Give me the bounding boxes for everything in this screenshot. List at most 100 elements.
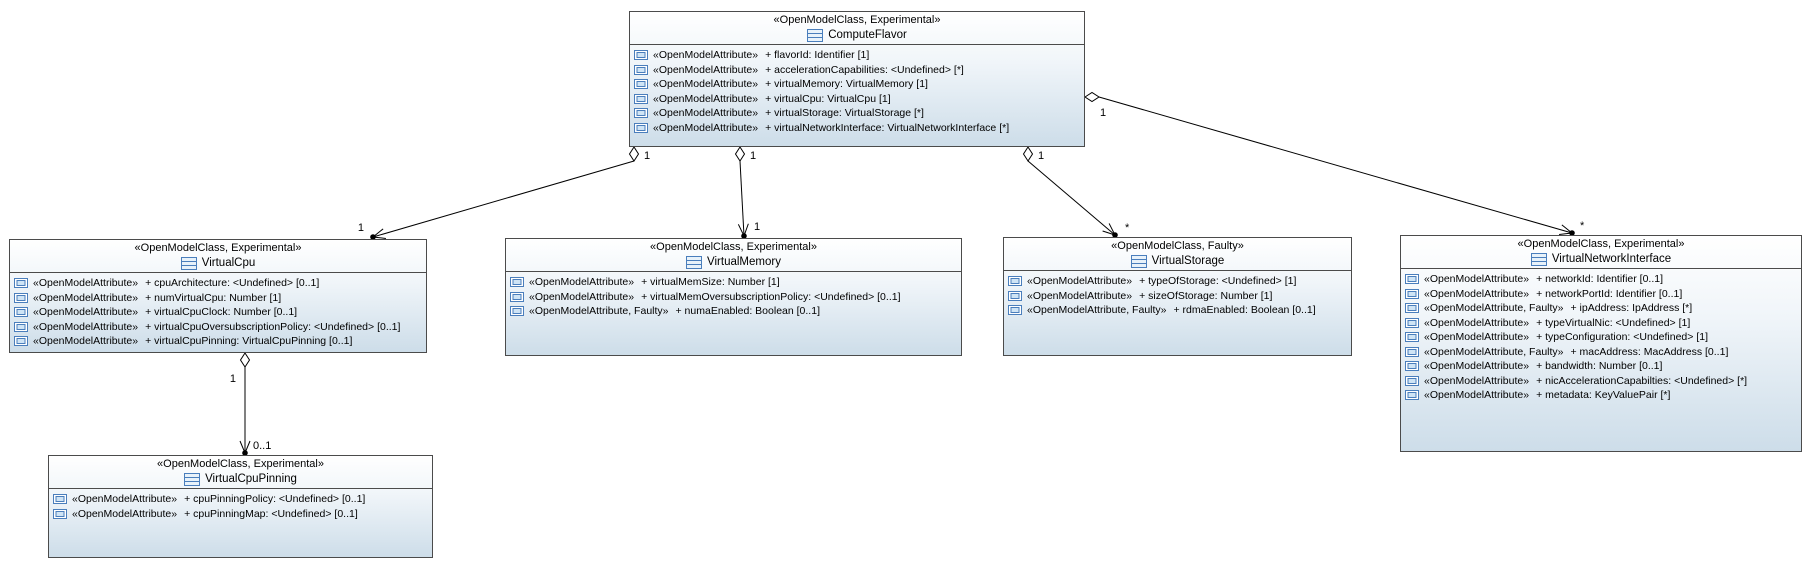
attribute-row[interactable]: «OpenModelAttribute» + virtualCpu: Virtua… [630, 92, 1084, 107]
attribute-text: + cpuPinningMap: <Undefined> [0..1] [184, 507, 358, 520]
attribute-row[interactable]: «OpenModelAttribute, Faulty»+ macAddress… [1401, 345, 1801, 360]
attribute-stereotype: «OpenModelAttribute» [1424, 287, 1530, 300]
attribute-stereotype: «OpenModelAttribute» [33, 320, 139, 333]
attribute-text: + sizeOfStorage: Number [1] [1139, 289, 1273, 302]
attribute-text: + virtualCpuClock: Number [0..1] [145, 306, 298, 319]
attribute-row[interactable]: «OpenModelAttribute»+ typeConfiguration:… [1401, 330, 1801, 345]
attribute-icon [14, 278, 28, 289]
association-virtualCpu-virtualCpuPinning[interactable]: 1 0..1 [230, 352, 271, 456]
attribute-stereotype: «OpenModelAttribute» [529, 276, 635, 289]
attribute-stereotype: «OpenModelAttribute» [653, 78, 759, 91]
attribute-row[interactable]: «OpenModelAttribute»+ networkId: Identif… [1401, 272, 1801, 287]
attribute-text: + numaEnabled: Boolean [0..1] [675, 305, 820, 318]
attribute-icon [14, 307, 28, 318]
attribute-row[interactable]: «OpenModelAttribute» + typeVirtualNic: <U… [1401, 316, 1801, 331]
attribute-icon [634, 93, 648, 104]
attribute-text: + virtualNetworkInterface: VirtualNetwor… [765, 121, 1010, 134]
attribute-text: + virtualCpu: VirtualCpu [1] [765, 92, 891, 105]
attribute-row[interactable]: «OpenModelAttribute»+ cpuArchitecture: <… [10, 276, 426, 291]
association-computeFlavor-virtualStorage[interactable]: 1* [1022, 146, 1131, 238]
class-icon [180, 256, 197, 270]
attribute-row[interactable]: «OpenModelAttribute»+ typeOfStorage: <Un… [1004, 274, 1351, 289]
attribute-row[interactable]: «OpenModelAttribute, Faulty»+ ipAddress:… [1401, 301, 1801, 316]
attribute-stereotype: «OpenModelAttribute» [529, 290, 635, 303]
attribute-row[interactable]: «OpenModelAttribute, Faulty» + numaEnable… [506, 304, 961, 319]
attribute-compartment: «OpenModelAttribute» + flavorId: Identifi… [630, 45, 1084, 135]
class-header: «OpenModelClass, Experimental» VirtualCp… [10, 240, 426, 273]
attribute-compartment: «OpenModelAttribute» + virtualMemSize: Nu… [506, 272, 961, 319]
multiplicity-label-target: * [1580, 220, 1585, 232]
class-box-virtualcpupinning[interactable]: «OpenModelClass, Experimental» VirtualCp… [48, 455, 433, 558]
attribute-row[interactable]: «OpenModelAttribute»+ virtualCpuClock: N… [10, 305, 426, 320]
class-name: VirtualStorage [1151, 255, 1225, 267]
attribute-icon [634, 108, 648, 119]
multiplicity-label-source: 1 [644, 150, 650, 162]
attribute-stereotype: «OpenModelAttribute, Faulty» [529, 305, 669, 318]
attribute-icon [634, 64, 648, 75]
class-header: «OpenModelClass, Experimental» VirtualNe… [1401, 236, 1801, 269]
attribute-stereotype: «OpenModelAttribute» [653, 63, 759, 76]
attribute-icon [510, 306, 524, 317]
attribute-row[interactable]: «OpenModelAttribute»+ virtualCpuOversubs… [10, 320, 426, 335]
attribute-stereotype: «OpenModelAttribute» [1424, 360, 1530, 373]
attribute-stereotype: «OpenModelAttribute» [1424, 374, 1530, 387]
multiplicity-label-source: 1 [230, 373, 236, 385]
aggregation-diamond-icon [239, 352, 251, 368]
class-box-computeflavor[interactable]: «OpenModelClass, Experimental» ComputeFl… [629, 11, 1085, 147]
class-box-virtualmemory[interactable]: «OpenModelClass, Experimental» VirtualMe… [505, 238, 962, 356]
class-name: VirtualCpu [201, 257, 256, 269]
attribute-icon [634, 79, 648, 90]
attribute-stereotype: «OpenModelAttribute» [1424, 273, 1530, 286]
association-line [739, 160, 745, 237]
attribute-stereotype: «OpenModelAttribute» [1027, 275, 1133, 288]
attribute-stereotype: «OpenModelAttribute» [653, 92, 759, 105]
class-box-virtualnetworkinterface[interactable]: «OpenModelClass, Experimental» VirtualNe… [1400, 235, 1802, 452]
attribute-row[interactable]: «OpenModelAttribute»+ nicAccelerationCap… [1401, 374, 1801, 389]
attribute-icon [14, 336, 28, 347]
attribute-icon [1008, 305, 1022, 316]
class-box-virtualstorage[interactable]: «OpenModelClass, Faulty» VirtualStorage … [1003, 237, 1352, 356]
class-stereotype: «OpenModelClass, Experimental» [773, 14, 941, 26]
association-computeFlavor-virtualMemory[interactable]: 11 [734, 146, 761, 239]
attribute-stereotype: «OpenModelAttribute» [1424, 316, 1530, 329]
attribute-row[interactable]: «OpenModelAttribute»+ metadata: KeyValue… [1401, 388, 1801, 403]
attribute-row[interactable]: «OpenModelAttribute»+ accelerationCapabi… [630, 63, 1084, 78]
attribute-text: + macAddress: MacAddress [0..1] [1570, 345, 1729, 358]
class-box-virtualcpu[interactable]: «OpenModelClass, Experimental» VirtualCp… [9, 239, 427, 353]
attribute-text: + virtualStorage: VirtualStorage [*] [765, 107, 924, 120]
multiplicity-label-target: 1 [754, 221, 760, 233]
association-computeFlavor-virtualNetworkInterface[interactable]: 1* [1084, 91, 1585, 236]
attribute-text: + ipAddress: IpAddress [*] [1570, 302, 1693, 315]
attribute-row[interactable]: «OpenModelAttribute»+ virtualStorage: Vi… [630, 106, 1084, 121]
attribute-row[interactable]: «OpenModelAttribute»+ flavorId: Identifi… [630, 48, 1084, 63]
attribute-text: + cpuPinningPolicy: <Undefined> [0..1] [184, 493, 366, 506]
attribute-row[interactable]: «OpenModelAttribute»+ virtualMemOversubs… [506, 290, 961, 305]
attribute-icon [1405, 303, 1419, 314]
multiplicity-label-target: 0..1 [253, 440, 271, 452]
attribute-row[interactable]: «OpenModelAttribute»+ cpuPinningPolicy: … [49, 492, 432, 507]
class-header: «OpenModelClass, Faulty» VirtualStorage [1004, 238, 1351, 271]
attribute-row[interactable]: «OpenModelAttribute»+ virtualMemory: Vir… [630, 77, 1084, 92]
attribute-row[interactable]: «OpenModelAttribute, Faulty»+ rdmaEnable… [1004, 303, 1351, 318]
multiplicity-label-source: 1 [750, 150, 756, 162]
attribute-icon [1405, 346, 1419, 357]
attribute-text: + metadata: KeyValuePair [*] [1536, 389, 1671, 402]
class-stereotype: «OpenModelClass, Experimental» [157, 458, 324, 470]
attribute-icon [53, 508, 67, 519]
attribute-row[interactable]: «OpenModelAttribute» + virtualMemSize: Nu… [506, 275, 961, 290]
attribute-row[interactable]: «OpenModelAttribute»+ cpuPinningMap: <Un… [49, 507, 432, 522]
class-icon [1530, 252, 1547, 266]
association-computeFlavor-virtualCpu[interactable]: 11 [358, 146, 650, 240]
attribute-row[interactable]: «OpenModelAttribute»+ networkPortId: Ide… [1401, 287, 1801, 302]
ownership-dot-icon [370, 234, 376, 240]
attribute-row[interactable]: «OpenModelAttribute»+ numVirtualCpu: Num… [10, 291, 426, 306]
attribute-text: + typeVirtualNic: <Undefined> [1] [1536, 316, 1691, 329]
attribute-icon [634, 122, 648, 133]
attribute-text: + virtualMemSize: Number [1] [641, 276, 780, 289]
attribute-row[interactable]: «OpenModelAttribute»+ sizeOfStorage: Num… [1004, 289, 1351, 304]
multiplicity-label-source: 1 [1038, 150, 1044, 162]
attribute-row[interactable]: «OpenModelAttribute»+ virtualNetworkInte… [630, 121, 1084, 136]
attribute-text: + flavorId: Identifier [1] [765, 49, 870, 62]
attribute-row[interactable]: «OpenModelAttribute»+ virtualCpuPinning:… [10, 334, 426, 349]
attribute-row[interactable]: «OpenModelAttribute»+ bandwidth: Number … [1401, 359, 1801, 374]
